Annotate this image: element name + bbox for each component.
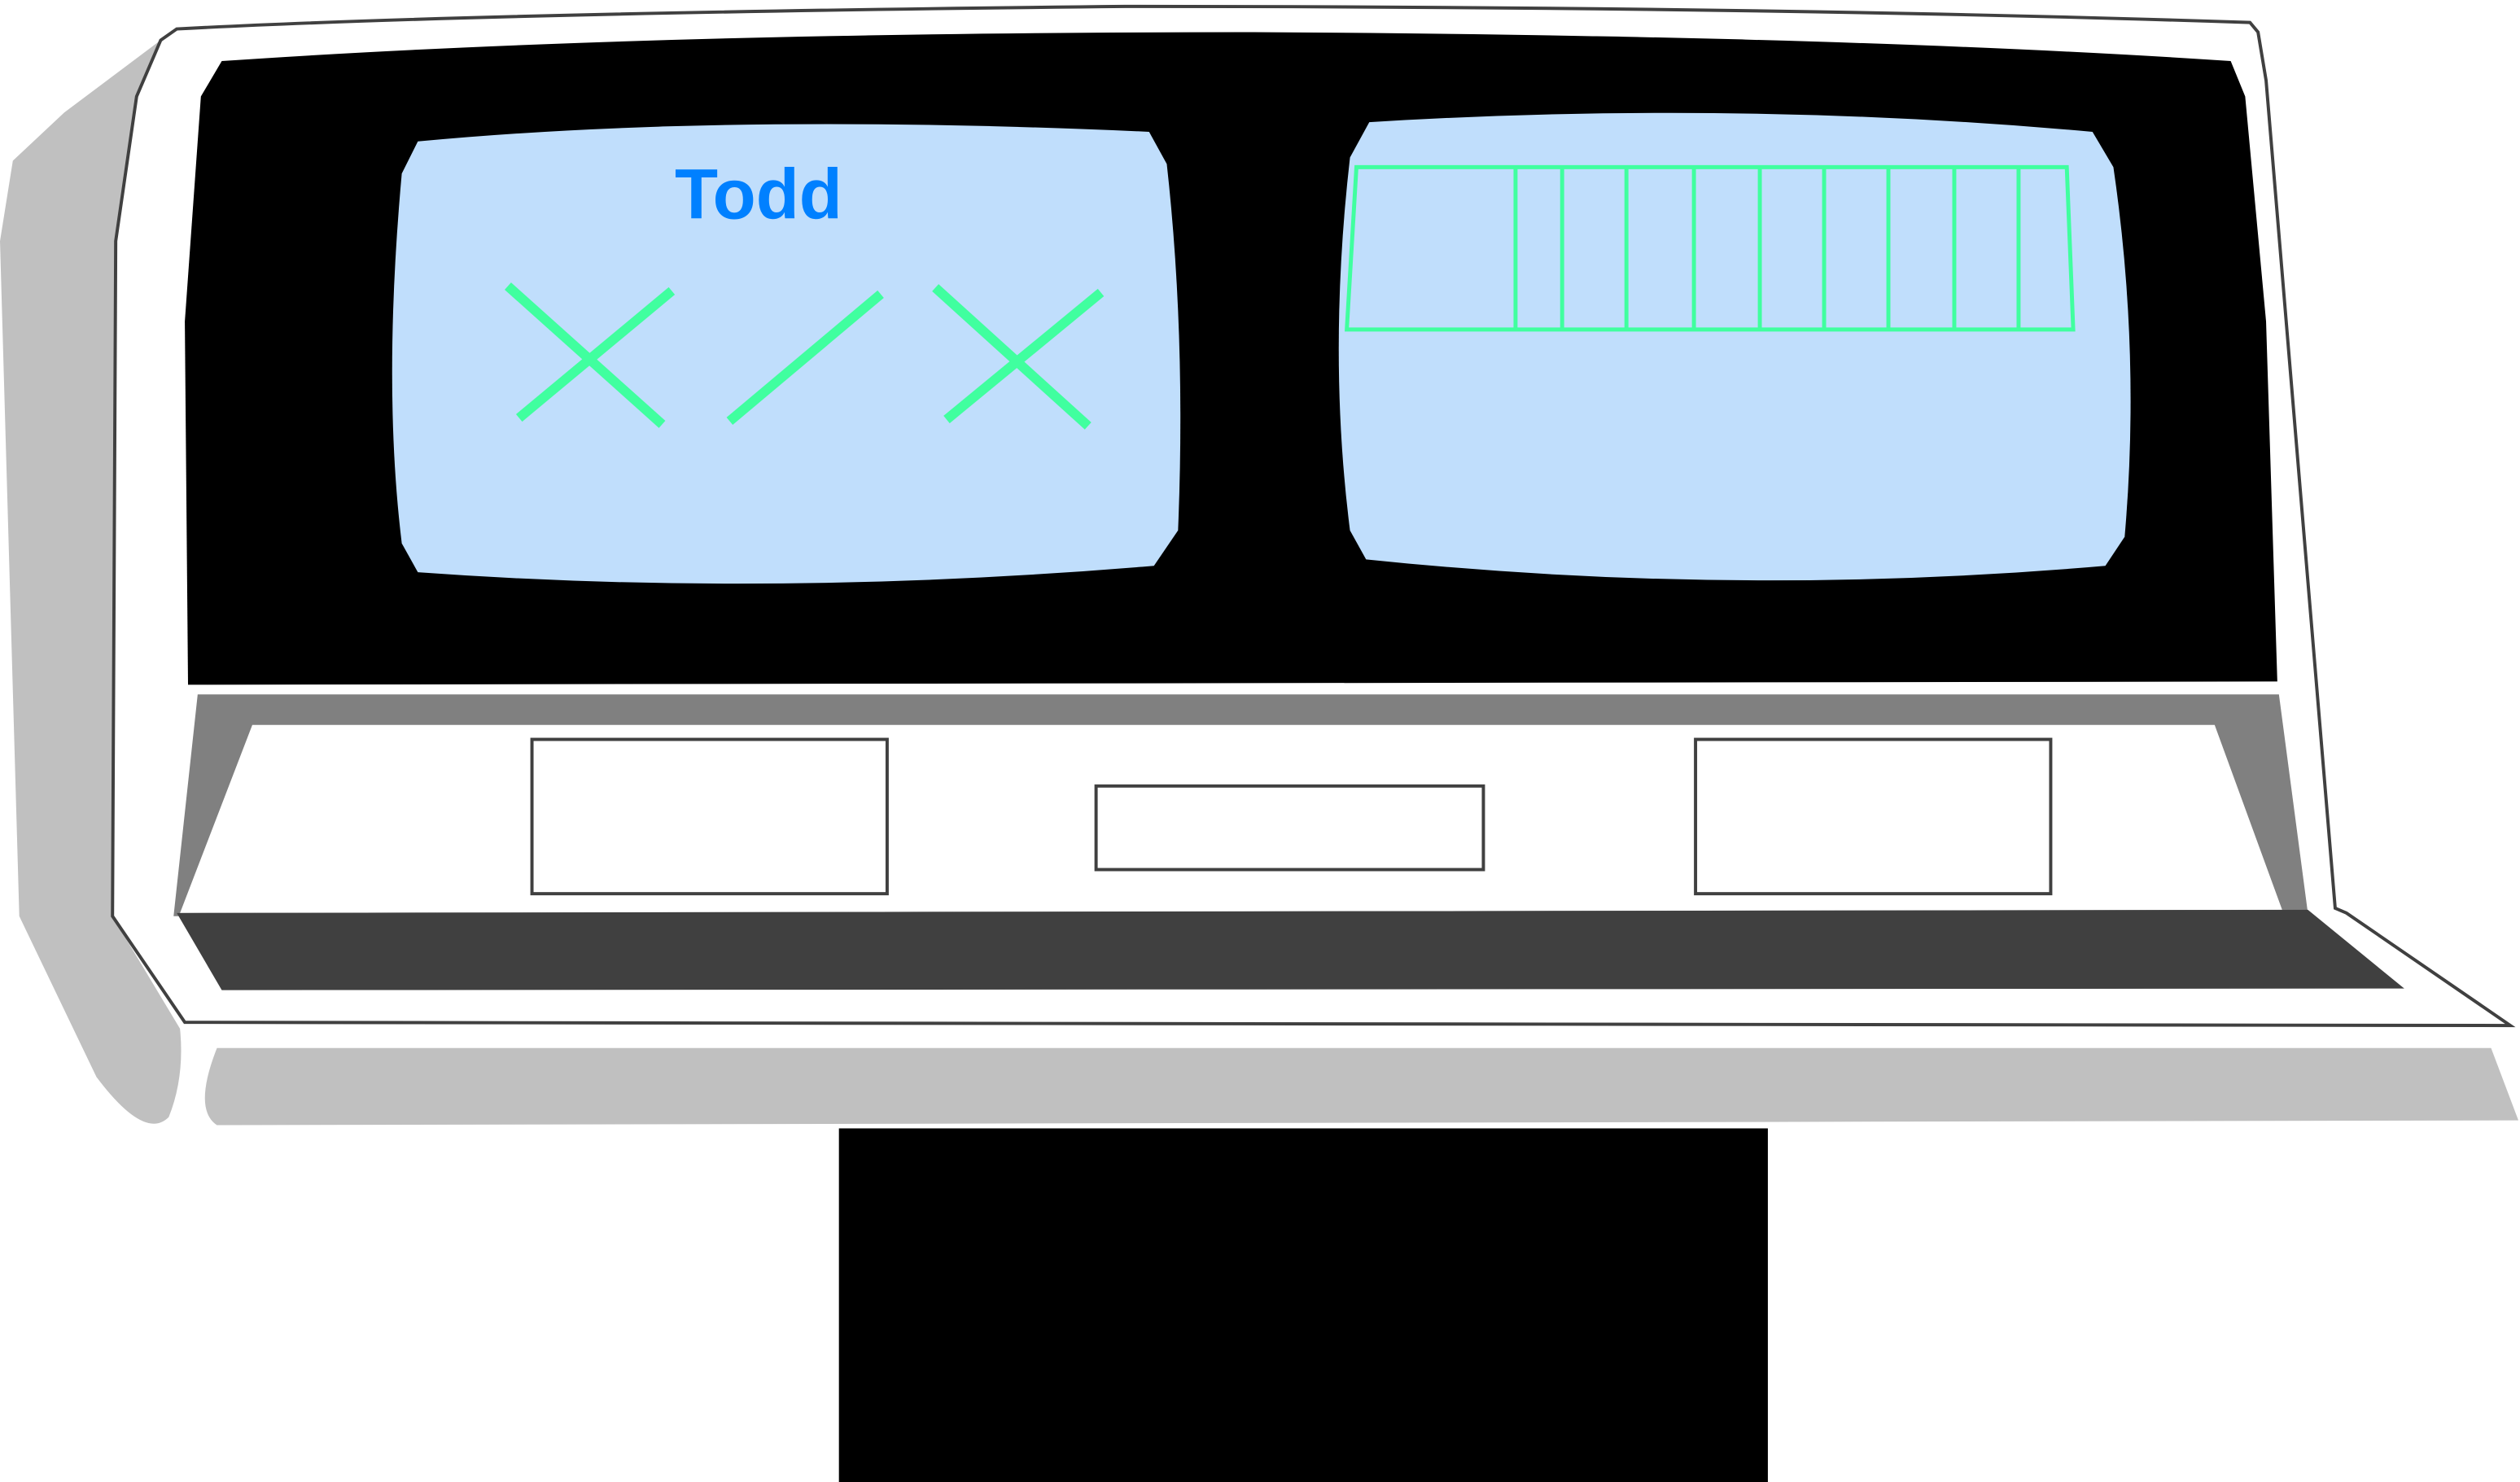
left-screen-marks	[504, 282, 1105, 430]
panel-slot-center[interactable]	[1094, 784, 1485, 872]
mark-x1-a	[504, 282, 666, 428]
bottom-shadow	[204, 1047, 2519, 1126]
left-screen	[392, 124, 1181, 584]
grid-frame	[1345, 164, 2076, 332]
mark-x1-b	[515, 286, 676, 422]
console-stand	[838, 1128, 1768, 1482]
panel-slot-right[interactable]	[1694, 737, 2053, 896]
name-label: Todd	[675, 155, 842, 234]
keyboard-ledge	[177, 909, 2404, 990]
mark-x2-a	[932, 284, 1092, 430]
mark-x2-b	[943, 288, 1105, 424]
right-screen-grid	[1345, 164, 2076, 332]
right-screen	[1338, 112, 2131, 581]
left-shadow	[0, 40, 182, 1124]
mark-slash	[726, 290, 884, 426]
panel-slot-left[interactable]	[530, 737, 889, 896]
